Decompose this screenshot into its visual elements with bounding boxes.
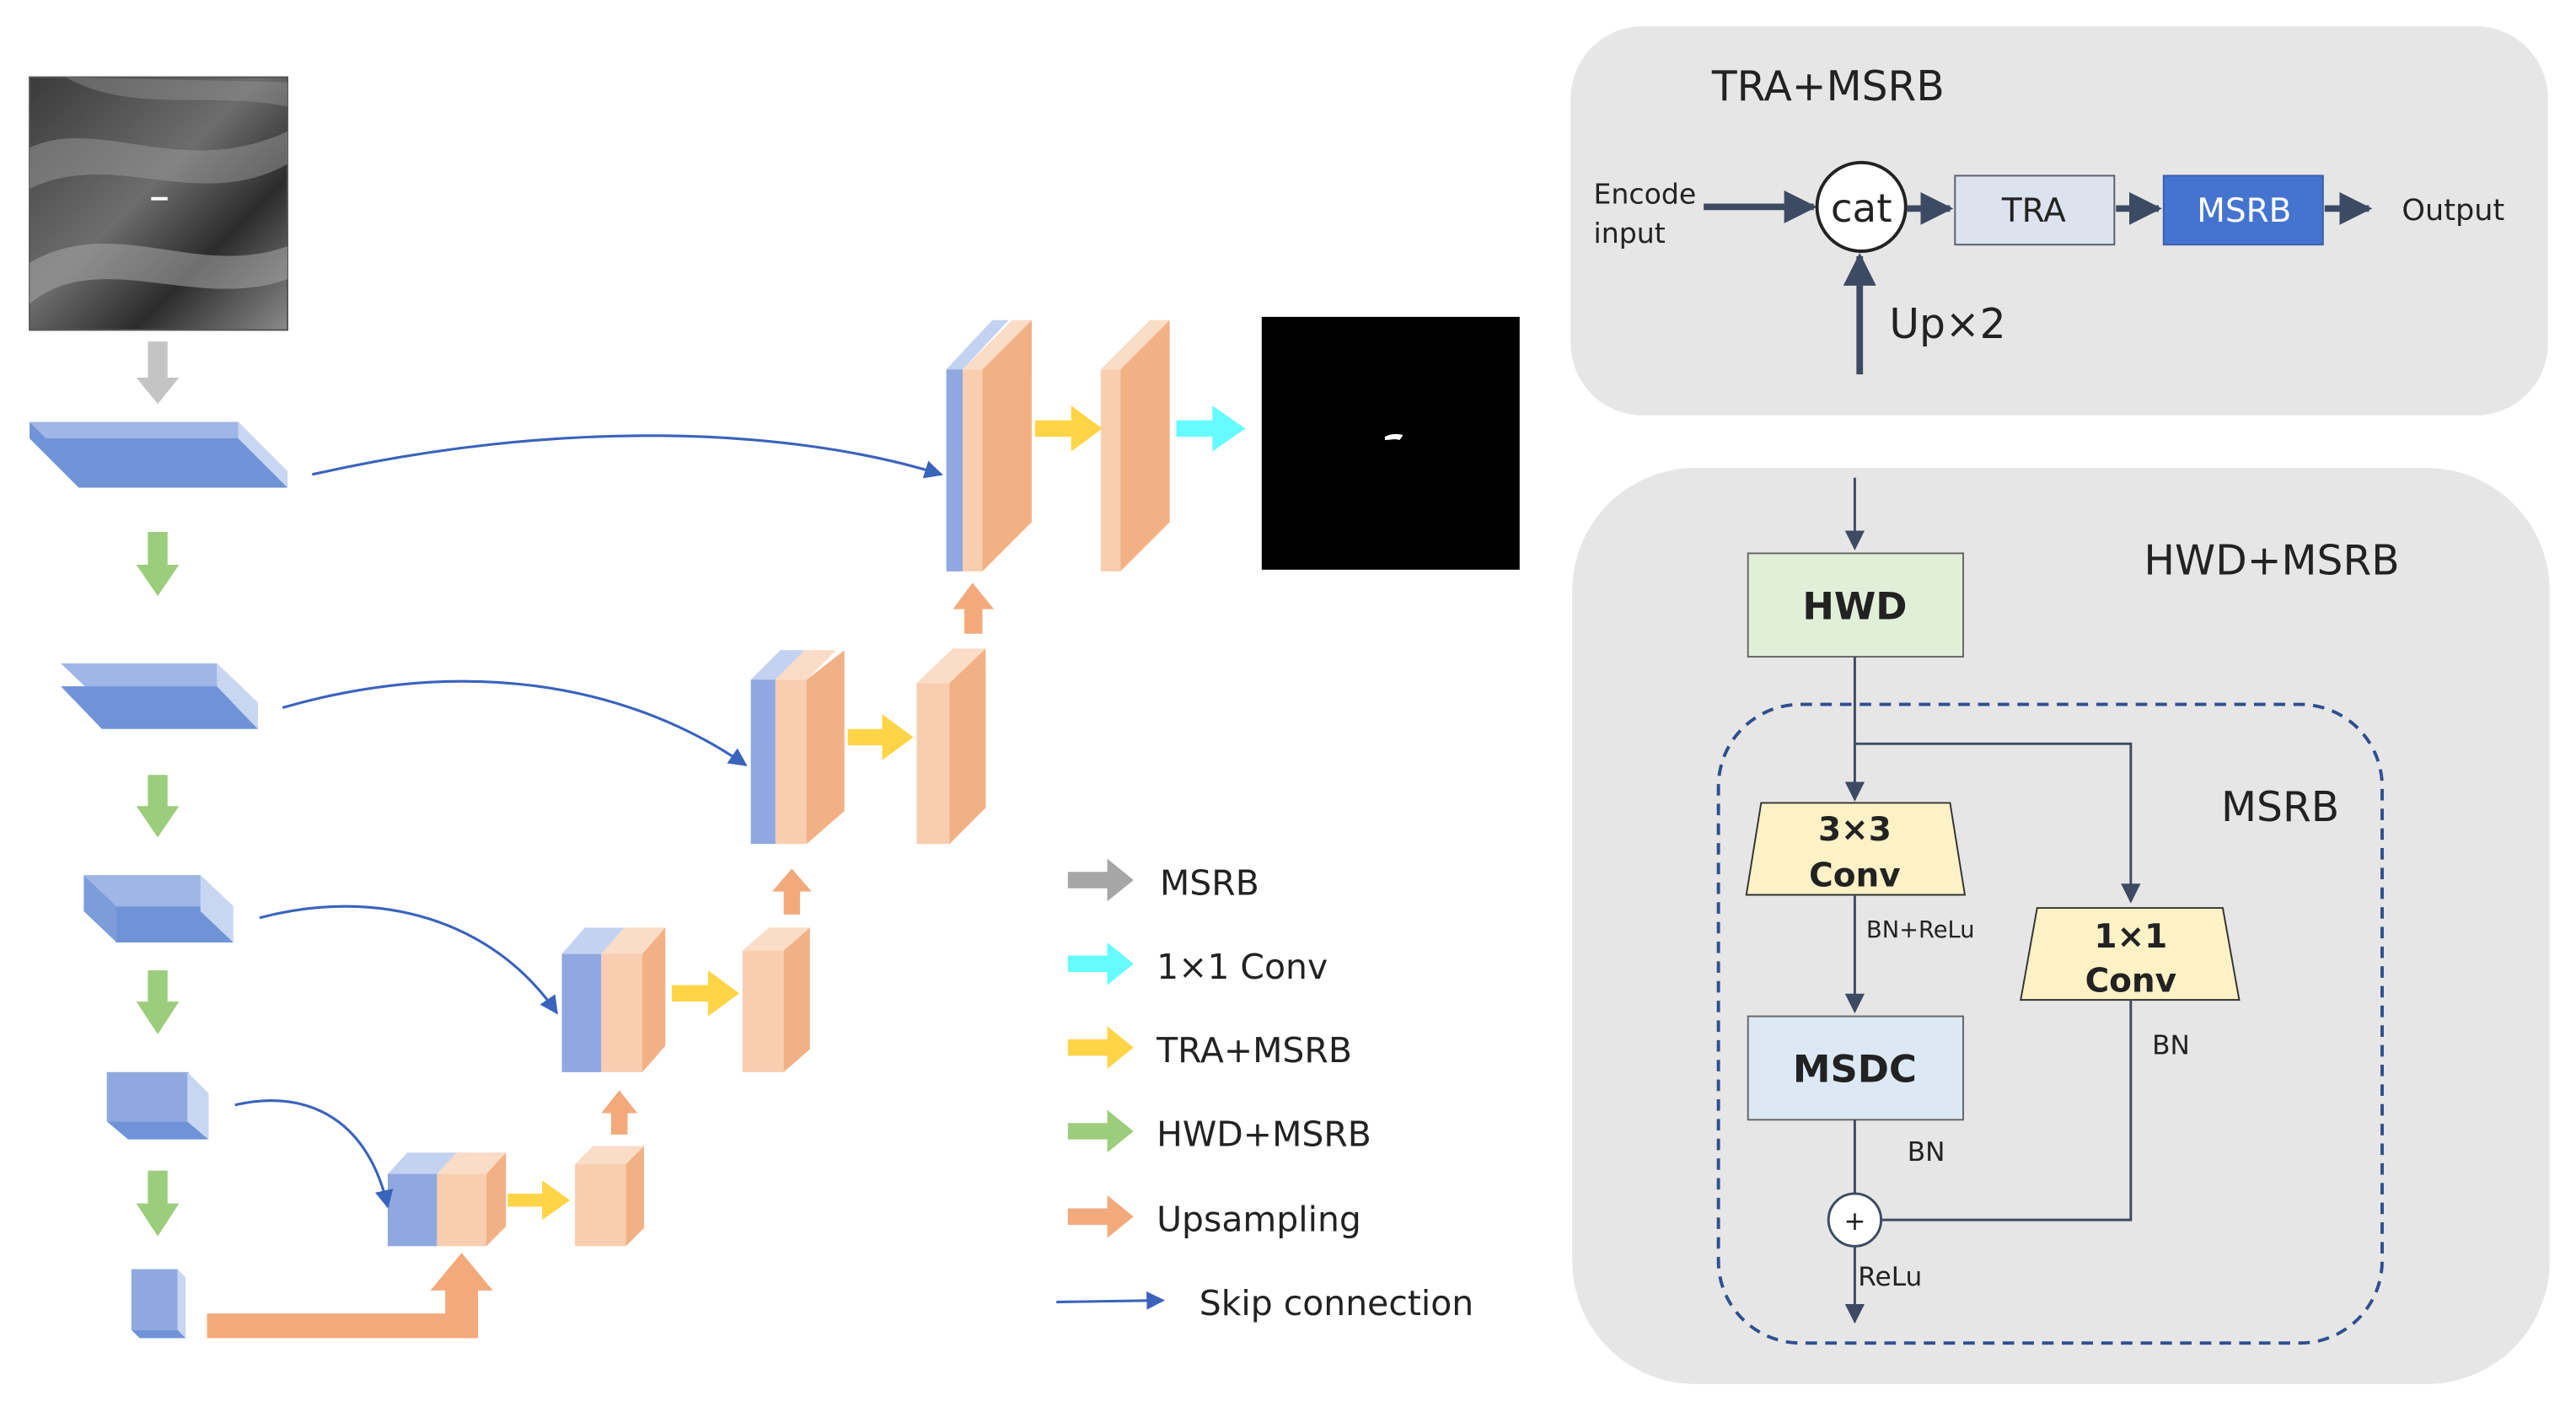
yellow-arrow-1	[1034, 405, 1103, 452]
green-arrow-down-1	[136, 532, 180, 597]
encode-input-label-1: Encode	[1594, 178, 1697, 211]
yellow-arrow-2	[847, 714, 914, 760]
gray-arrow-icon	[1067, 858, 1134, 902]
cat-label: cat	[1831, 186, 1892, 232]
msrb-region-label: MSRB	[2221, 784, 2339, 831]
conv1x1-label-1: 1×1	[2094, 918, 2167, 956]
output-mask-icon	[1261, 316, 1520, 570]
legend-item-msrb: MSRB	[1067, 858, 1259, 903]
legend-label-hwd-msrb: HWD+MSRB	[1157, 1114, 1371, 1154]
encoder-block-4	[106, 1071, 209, 1140]
conv1x1-box	[2020, 907, 2241, 1001]
conv1x1-label-2: Conv	[2085, 962, 2177, 1000]
legend-label-tra-msrb: TRA+MSRB	[1156, 1030, 1352, 1071]
conv3x3-box	[1745, 802, 1967, 896]
skip-line-icon	[1056, 1291, 1166, 1310]
skip-connection-1	[311, 434, 943, 479]
tra-msrb-panel: TRA+MSRB Encode input cat Up×2 TRA MSRB …	[1570, 26, 2548, 416]
orange-up-arrow-2	[953, 583, 995, 634]
skip-connection-3	[259, 905, 558, 1015]
cyan-arrow-icon	[1067, 942, 1134, 985]
orange-arrow-icon	[1067, 1195, 1134, 1238]
orange-up-arrow-4	[601, 1090, 638, 1135]
legend-label-msrb: MSRB	[1160, 862, 1259, 903]
decoder-concat-2	[750, 650, 845, 845]
legend-label-skip-connection: Skip connection	[1199, 1283, 1473, 1323]
msrb-dashed-region	[1716, 702, 2384, 1345]
branch-line	[1854, 742, 2141, 904]
green-arrow-icon	[1067, 1109, 1134, 1153]
add-symbol: +	[1843, 1206, 1865, 1237]
green-arrow-down-4	[136, 1170, 180, 1237]
tra-box	[1954, 174, 2116, 246]
input-image-icon	[29, 76, 289, 331]
skip-connections	[234, 434, 943, 1209]
msdc-box-label: MSDC	[1793, 1047, 1917, 1092]
orange-up-arrow-3	[772, 868, 812, 915]
tra-box-label: TRA	[2001, 192, 2066, 230]
hwd-panel-title: HWD+MSRB	[2144, 538, 2399, 585]
bn-left-label: BN	[1908, 1137, 1945, 1168]
encoder-block-5	[131, 1269, 186, 1339]
bn-relu-label: BN+ReLu	[1866, 917, 1974, 943]
legend-label-upsampling: Upsampling	[1157, 1200, 1361, 1240]
green-arrow-down-2	[136, 775, 180, 838]
yellow-arrow-3	[672, 970, 740, 1017]
bn-right-label: BN	[2152, 1030, 2190, 1060]
legend-item-1x1-conv: 1×1 Conv	[1067, 942, 1328, 987]
legend-item-upsampling: Upsampling	[1067, 1195, 1361, 1240]
skip-connection-4	[234, 1098, 394, 1209]
msrb-box-label: MSRB	[2197, 192, 2291, 230]
msrb-box	[2162, 174, 2324, 246]
hwd-box-label: HWD	[1802, 583, 1907, 628]
encoder-block-3	[83, 875, 233, 942]
green-arrow-down-3	[136, 970, 180, 1035]
encoder-block-2	[61, 663, 258, 729]
yellow-arrow-icon	[1067, 1026, 1134, 1069]
decoder-concat-1	[946, 319, 1032, 572]
gray-arrow-down	[136, 341, 180, 405]
legend: MSRB 1×1 Conv TRA+MSRB HWD+MSRB Upsampli…	[1056, 858, 1473, 1323]
legend-item-skip-connection: Skip connection	[1056, 1283, 1473, 1323]
orange-bottleneck-arrow	[207, 1253, 493, 1339]
cyan-arrow-output	[1176, 405, 1246, 452]
decoder-out-4	[575, 1146, 644, 1247]
decoder-out-2	[916, 648, 986, 845]
decoder-out-1	[1100, 319, 1170, 572]
output-label: Output	[2402, 193, 2504, 228]
decoder-concat-4	[387, 1152, 507, 1247]
up-label: Up×2	[1889, 301, 2005, 348]
conv1-to-add-line	[1881, 1000, 2133, 1221]
decoder-out-3	[742, 927, 810, 1072]
encoder-block-1	[30, 421, 288, 488]
legend-item-tra-msrb: TRA+MSRB	[1067, 1026, 1352, 1071]
conv3x3-label-2: Conv	[1809, 857, 1901, 895]
legend-item-hwd-msrb: HWD+MSRB	[1067, 1109, 1371, 1154]
relu-label: ReLu	[1858, 1262, 1922, 1292]
cat-node	[1815, 160, 1908, 253]
hwd-msrb-panel: HWD+MSRB HWD MSRB 3×3 Conv 1×1 Conv BN+R…	[1572, 468, 2550, 1384]
skip-connection-2	[282, 679, 748, 766]
decoder-concat-3	[561, 927, 666, 1072]
yellow-arrow-4	[507, 1180, 571, 1221]
encode-input-label-2: input	[1594, 217, 1666, 250]
conv3x3-label-1: 3×3	[1818, 811, 1892, 849]
tra-panel-title: TRA+MSRB	[1711, 63, 1945, 110]
legend-label-1x1-conv: 1×1 Conv	[1157, 947, 1328, 987]
